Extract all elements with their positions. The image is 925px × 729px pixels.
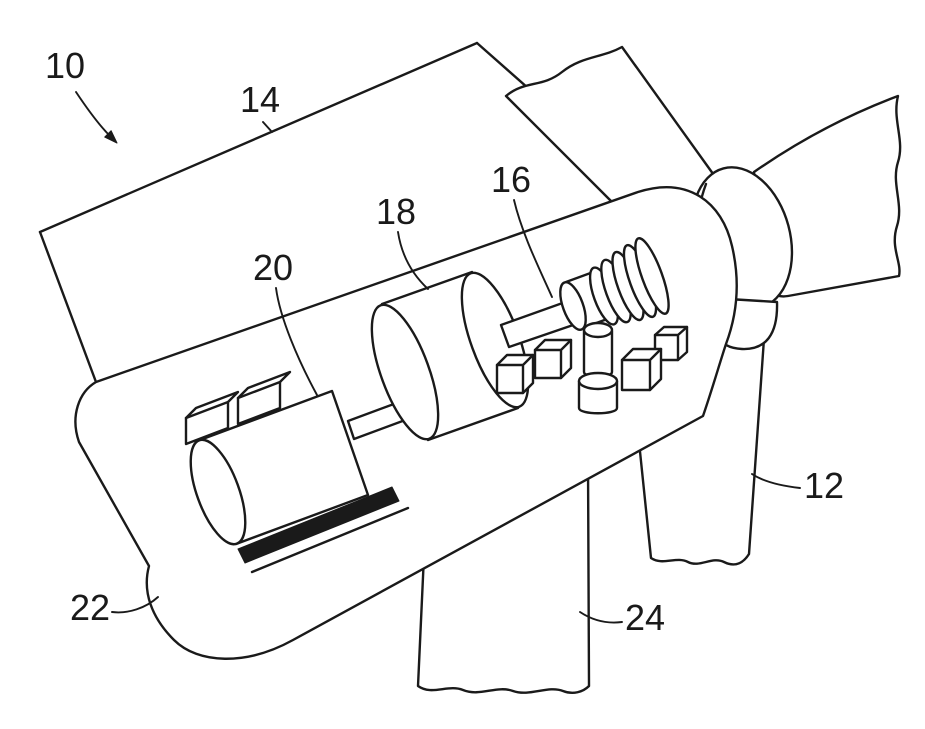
ref-label-20: 20: [253, 247, 293, 288]
ref-14-leader: [262, 121, 273, 133]
equipment-cube-3-edges: [653, 325, 689, 362]
ref-12-leader: [751, 473, 801, 489]
coupling-ring-5: [634, 237, 670, 315]
bedplate-edge-line: [250, 506, 410, 574]
ref-label-10: 10: [45, 45, 85, 86]
ref-20-leader: [275, 287, 318, 396]
generator-terminal-box-2-edge: [236, 380, 282, 400]
generator-terminal-box-1-edge: [184, 400, 230, 420]
cover-top-edge: [38, 41, 479, 234]
ref-22-leader: [111, 596, 159, 614]
equipment-cube-4-edges: [620, 347, 663, 392]
gearbox-left-cap: [370, 303, 440, 441]
ref-18-leader: [397, 231, 429, 290]
generator-end-cap: [189, 438, 247, 546]
ref-label-24: 24: [625, 597, 665, 638]
ref-10-arrow-line: [75, 91, 111, 137]
shaft-flange-cap: [559, 281, 587, 331]
sensor-post-top: [582, 321, 614, 339]
cover-left-edge: [38, 230, 98, 384]
ref-label-12: 12: [804, 465, 844, 506]
ref-label-16: 16: [491, 159, 531, 200]
sensor-post-base-top: [577, 371, 619, 391]
ref-16-leader: [513, 199, 553, 298]
equipment-cube-2-edges: [533, 338, 573, 380]
equipment-cube-1-edges: [495, 353, 535, 395]
ref-label-14: 14: [240, 79, 280, 120]
ref-label-18: 18: [376, 191, 416, 232]
ref-10-arrowhead: [104, 130, 118, 144]
ref-24-leader: [579, 611, 623, 624]
generator-mounting-rail: [237, 486, 400, 564]
ref-label-22: 22: [70, 587, 110, 628]
